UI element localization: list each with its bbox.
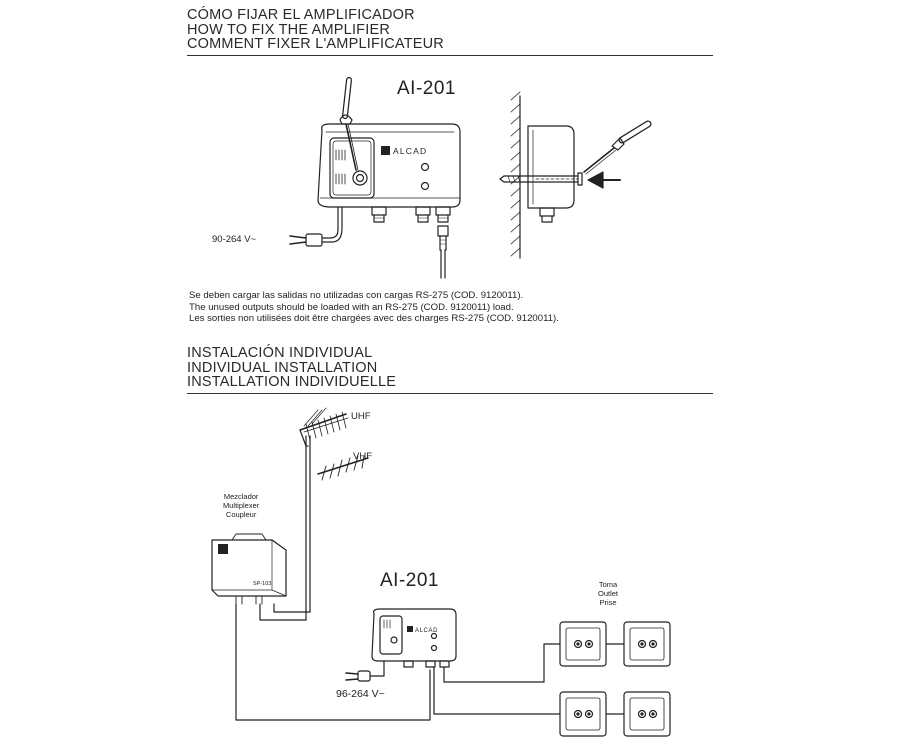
section-fix-heading: CÓMO FIJAR EL AMPLIFICADOR HOW TO FIX TH… [187, 8, 444, 52]
voltage-label-bottom: 96-264 V~ [336, 688, 385, 700]
voltage-label-top: 90-264 V~ [212, 234, 257, 245]
heading-en: INDIVIDUAL INSTALLATION [187, 359, 378, 376]
outlet-labels: Toma Outlet Prise [598, 580, 618, 607]
mixer-label-es: Mezclador [223, 492, 259, 501]
load-notes: Se deben cargar las salidas no utilizada… [189, 290, 559, 325]
brand-text-bottom: ALCAD [415, 628, 438, 634]
wall-mount-illustration [499, 91, 652, 259]
section-install-heading: INSTALACIÓN INDIVIDUAL INDIVIDUAL INSTAL… [187, 346, 396, 390]
cable-mixer-to-amplifier [235, 603, 431, 721]
heading-fr: COMMENT FIXER L'AMPLIFICATEUR [187, 36, 444, 52]
cable-to-outlet-lower [433, 666, 561, 715]
vhf-label: VHF [353, 451, 372, 462]
heading-fr: INSTALLATION INDIVIDUELLE [187, 374, 397, 390]
note-en: The unused outputs should be loaded with… [189, 301, 514, 313]
outlet-2-illustration [623, 621, 671, 667]
outlet-label-en: Outlet [598, 589, 619, 598]
outlet-label-es: Toma [598, 580, 618, 589]
heading-es: INSTALACIÓN INDIVIDUAL [187, 345, 373, 361]
mixer-code: SP-103 [253, 581, 271, 587]
note-fr: Les sorties non utilisées doit être char… [189, 313, 559, 325]
mixer-label-en: Multiplexer [223, 501, 260, 510]
outlet-3-illustration [559, 691, 607, 737]
outlet-label-fr: Prise [599, 598, 617, 607]
brand-logo-top: ALCAD [381, 146, 427, 156]
vhf-antenna-illustration [317, 455, 369, 481]
amplifier-front-illustration [289, 77, 461, 279]
amplifier-bottom-illustration: ALCAD [345, 608, 457, 682]
section-divider [187, 55, 713, 56]
heading-en: HOW TO FIX THE AMPLIFIER [187, 21, 390, 38]
brand-text-top: ALCAD [393, 146, 427, 156]
mixer-labels: Mezclador Multiplexer Coupleur [223, 492, 259, 519]
mixer-illustration: SP-103 [211, 533, 287, 605]
note-es: Se deben cargar las salidas no utilizada… [189, 290, 524, 301]
uhf-antenna-illustration [299, 407, 349, 447]
section-divider [187, 393, 713, 394]
cable-to-outlet-upper [443, 643, 561, 683]
outlet-1-illustration [559, 621, 607, 667]
uhf-label: UHF [351, 411, 371, 422]
model-label-bottom: AI-201 [380, 570, 439, 591]
outlet-4-illustration [623, 691, 671, 737]
model-label-top: AI-201 [397, 78, 456, 99]
heading-es: CÓMO FIJAR EL AMPLIFICADOR [187, 7, 415, 23]
mixer-label-fr: Coupleur [225, 510, 257, 519]
